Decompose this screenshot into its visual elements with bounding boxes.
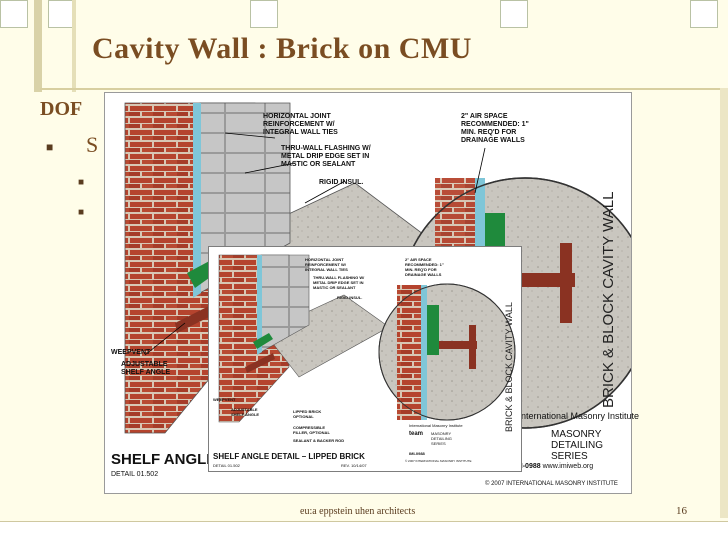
title-rule	[40, 88, 728, 90]
footer-strip	[0, 521, 728, 547]
inset-label-shelf-angle: ADJUSTABLE SHELF ANGLE	[231, 407, 260, 417]
right-edge-bar	[720, 88, 728, 518]
inset-label-air-space: 2" AIR SPACE RECOMMENDED: 1" MIN. REQ'D …	[405, 257, 444, 277]
inset-label-flashing: THRU-WALL FLASHING W/ METAL DRIP EDGE SE…	[313, 275, 365, 290]
inset-detail-figure: BRICK & BLOCK CAVITY WALL HORIZONTAL JOI…	[208, 246, 522, 472]
inset-copyright: © 2007 INTERNATIONAL MASONRY INSTITUTE	[405, 459, 472, 463]
decor-square	[690, 0, 718, 28]
bullet-marker: ■	[46, 140, 54, 154]
decor-square	[500, 0, 528, 28]
bullet-marker: ■	[78, 207, 85, 218]
left-accent-bar-thin	[72, 0, 76, 92]
vertical-title-main: BRICK & BLOCK CAVITY WALL	[600, 192, 617, 408]
inset-revision: REV. 10/14/07	[341, 463, 367, 468]
decor-square	[0, 0, 28, 28]
copyright-main: © 2007 INTERNATIONAL MASONRY INSTITUTE	[485, 481, 618, 487]
inset-label-joint: HORIZONTAL JOINT REINFORCEMENT W/ INTEGR…	[305, 257, 348, 272]
inset-section-drawing: BRICK & BLOCK CAVITY WALL	[218, 254, 516, 432]
inset-team-logo: team	[409, 431, 424, 437]
label-air-space: 2" AIR SPACE RECOMMENDED: 1" MIN. REQ'D …	[461, 113, 529, 144]
section-heading: DOF	[40, 98, 83, 120]
top-decoration	[0, 0, 728, 30]
bullet-marker: ■	[78, 177, 85, 188]
decor-square	[48, 0, 76, 28]
label-shelf-angle: ADJUSTABLE SHELF ANGLE	[121, 361, 171, 376]
institute-name-main: nternational Masonry Institute	[521, 411, 640, 421]
code-main: IMI-0988 www.imiweb.org	[513, 463, 594, 470]
decor-square	[250, 0, 278, 28]
inset-label-sealant: SEALANT & BACKER ROD	[293, 438, 345, 443]
inset-label-lipped-brick: LIPPED BRICK OPTIONAL	[293, 409, 322, 419]
slide-number: 16	[676, 505, 687, 517]
inset-series: MASONRY DETAILING SERIES	[431, 431, 452, 446]
footer-credit: eu:a eppstein uhen architects	[300, 506, 416, 517]
label-weepvent: WEEPVENT	[111, 349, 151, 356]
slide-title: Cavity Wall : Brick on CMU	[92, 32, 472, 65]
vertical-title-inset: BRICK & BLOCK CAVITY WALL	[504, 302, 514, 432]
detail-number-main: DETAIL 01.502	[111, 471, 159, 478]
bullet-text: S	[86, 132, 99, 157]
label-flashing: THRU-WALL FLASHING W/ METAL DRIP EDGE SE…	[281, 145, 371, 168]
label-joint-reinforcement: HORIZONTAL JOINT REINFORCEMENT W/ INTEGR…	[263, 113, 338, 136]
detail-title-main: SHELF ANGLE	[111, 451, 217, 468]
inset-institute: International Masonry Institute	[409, 423, 463, 428]
series-name-main: MASONRY DETAILING SERIES	[551, 429, 604, 462]
inset-label-insulation: RIGID INSUL.	[337, 295, 363, 300]
inset-label-filler: COMPRESSIBLE FILLER, OPTIONAL	[293, 425, 330, 435]
label-rigid-insulation: RIGID INSUL.	[319, 179, 364, 186]
inset-detail-title: SHELF ANGLE DETAIL – LIPPED BRICK	[213, 452, 365, 461]
left-accent-bar	[34, 0, 42, 92]
inset-detail-number: DETAIL 01.502	[213, 463, 240, 468]
inset-label-weepvent: WEEPVENT	[213, 397, 236, 402]
inset-code: IMI-0988	[409, 451, 425, 456]
